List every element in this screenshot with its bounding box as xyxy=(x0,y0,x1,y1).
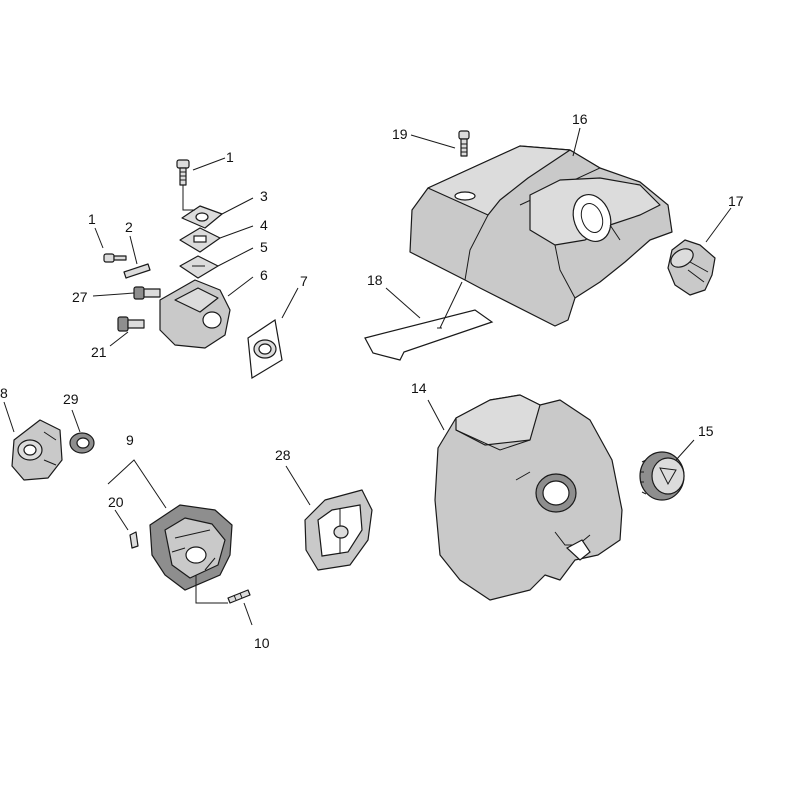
callout-15: 15 xyxy=(698,423,714,439)
part-21-screw[interactable] xyxy=(117,316,145,332)
part-7-flange-gasket[interactable] xyxy=(247,318,283,380)
callout-8: 8 xyxy=(0,385,8,401)
part-28-air-filter[interactable] xyxy=(304,489,373,571)
part-3-plate[interactable] xyxy=(181,205,223,229)
callout-labels: 1 1 2 3 4 5 6 7 8 9 10 14 15 16 17 18 19… xyxy=(0,111,744,651)
part-9-filter-base[interactable] xyxy=(149,504,233,591)
callout-29: 29 xyxy=(63,391,79,407)
part-19-screw[interactable] xyxy=(458,130,470,157)
part-15-knob[interactable] xyxy=(639,451,685,501)
callout-7: 7 xyxy=(300,273,308,289)
callout-3: 3 xyxy=(260,188,268,204)
part-8-carburetor[interactable] xyxy=(11,419,63,481)
callout-10: 10 xyxy=(254,635,270,651)
part-1-screw-left[interactable] xyxy=(103,253,127,263)
part-4-plate[interactable] xyxy=(179,227,221,253)
part-5-plate[interactable] xyxy=(179,255,219,279)
callout-20: 20 xyxy=(108,494,124,510)
callout-21: 21 xyxy=(91,344,107,360)
callout-14: 14 xyxy=(411,380,427,396)
callout-2: 2 xyxy=(125,219,133,235)
part-10-bolt[interactable] xyxy=(227,589,251,604)
callout-4: 4 xyxy=(260,217,268,233)
callout-27: 27 xyxy=(72,289,88,305)
part-29-ring[interactable] xyxy=(69,432,95,454)
callout-9: 9 xyxy=(126,432,134,448)
callout-19: 19 xyxy=(392,126,408,142)
leader-lines xyxy=(3,127,732,626)
callout-17: 17 xyxy=(728,193,744,209)
part-27-screw[interactable] xyxy=(133,286,161,300)
callout-18: 18 xyxy=(367,272,383,288)
callout-6: 6 xyxy=(260,267,268,283)
callout-28: 28 xyxy=(275,447,291,463)
callout-1-top: 1 xyxy=(226,149,234,165)
part-20-bracket[interactable] xyxy=(129,531,139,549)
part-18-gasket-sheet[interactable] xyxy=(364,309,494,361)
part-2-clip[interactable] xyxy=(123,263,151,279)
callout-5: 5 xyxy=(260,239,268,255)
part-17-rubber-boot[interactable] xyxy=(667,239,716,296)
part-1-screw-top[interactable] xyxy=(176,159,190,186)
part-6-intake-manifold[interactable] xyxy=(159,279,231,349)
part-14-lower-shroud[interactable] xyxy=(434,394,623,601)
callout-16: 16 xyxy=(572,111,588,127)
part-16-top-cover[interactable] xyxy=(409,145,673,327)
callout-1-left: 1 xyxy=(88,211,96,227)
